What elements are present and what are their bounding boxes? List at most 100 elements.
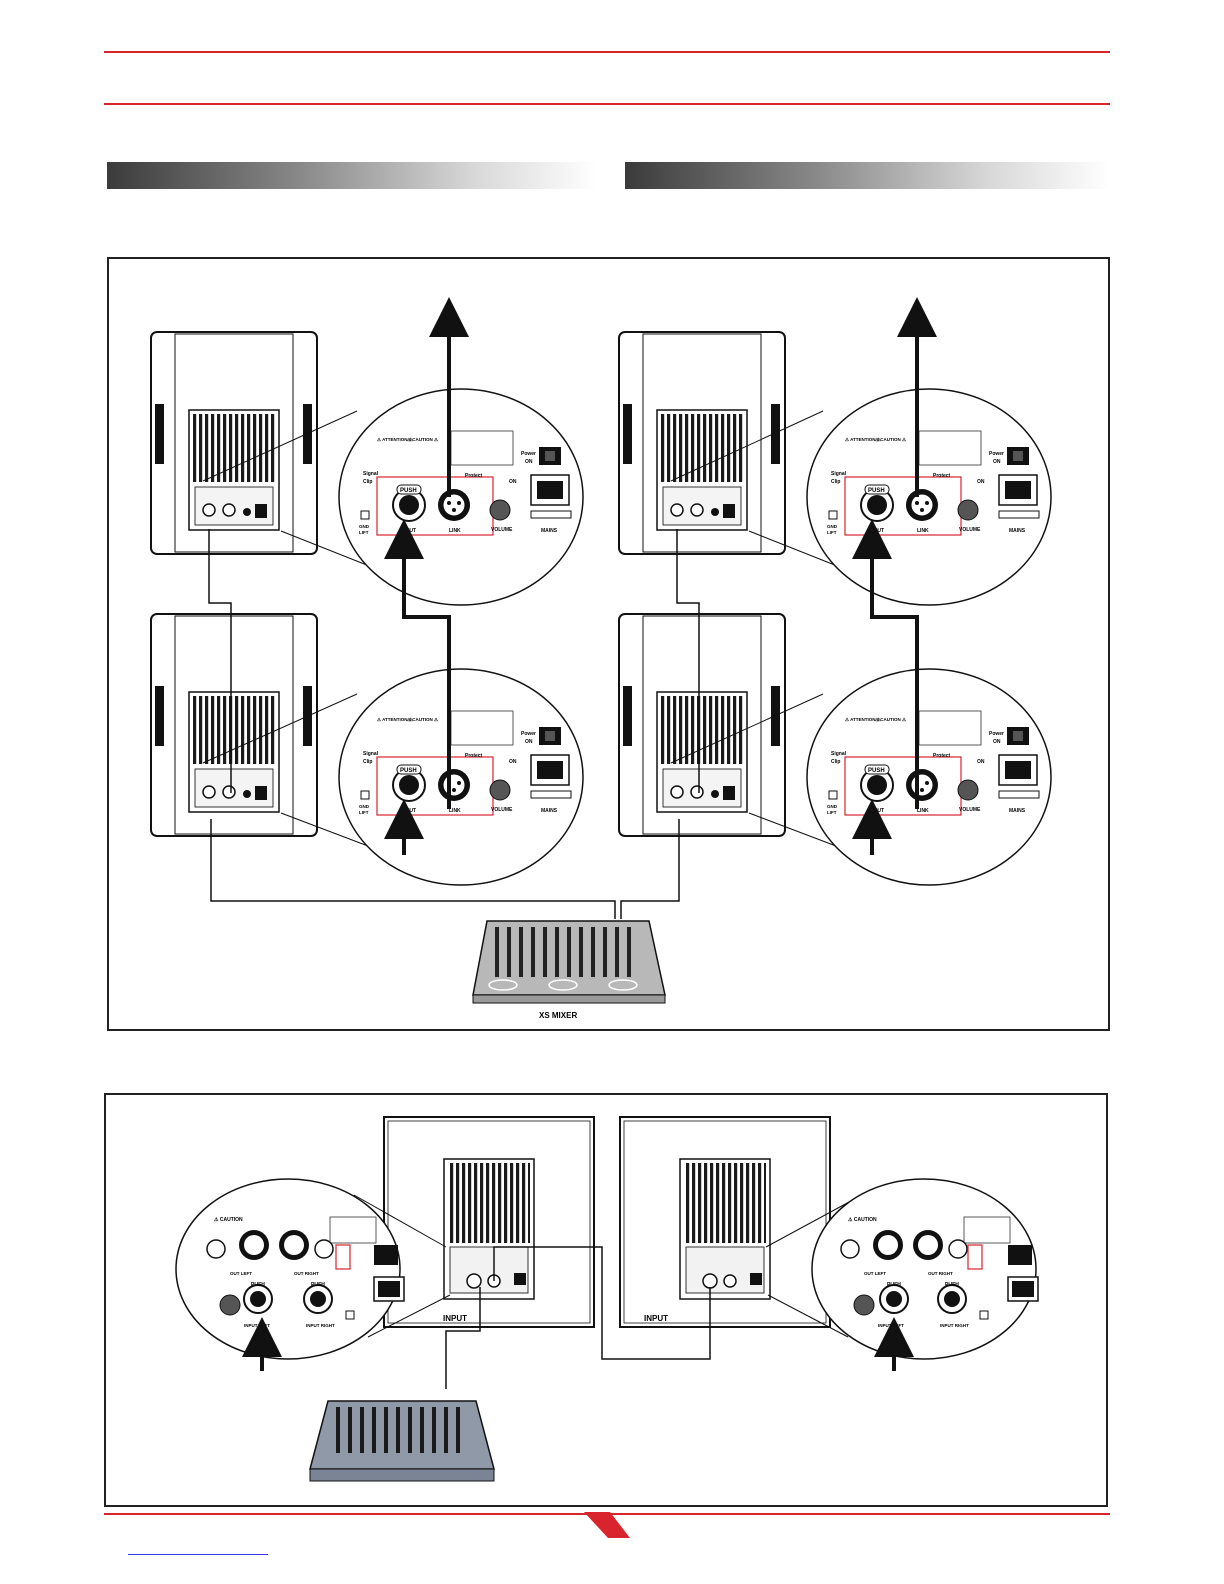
svg-text:PUSH: PUSH [400, 488, 417, 494]
svg-text:LIFT: LIFT [359, 810, 369, 815]
svg-text:GND: GND [359, 524, 370, 529]
figure-2-diagram: INPUT INPUT ⚠ CAUTION OUT LEFT OUT RIGHT… [175, 1116, 1039, 1482]
svg-text:LINK: LINK [449, 808, 461, 814]
signal-path-left [384, 297, 469, 855]
svg-text:⚠ CAUTION ⚠: ⚠ CAUTION ⚠ [875, 437, 907, 442]
svg-text:GND: GND [827, 524, 838, 529]
svg-text:OUT RIGHT: OUT RIGHT [928, 1271, 953, 1276]
svg-text:ON: ON [525, 739, 533, 745]
svg-text:INPUT RIGHT: INPUT RIGHT [306, 1323, 335, 1328]
svg-text:⚠ CAUTION: ⚠ CAUTION [214, 1217, 243, 1223]
svg-text:INPUT: INPUT [401, 808, 416, 814]
mixer-label: XS MIXER [539, 1011, 577, 1020]
svg-text:⚠ CAUTION ⚠: ⚠ CAUTION ⚠ [407, 437, 439, 442]
svg-text:VOLUME: VOLUME [491, 807, 513, 813]
svg-text:ON: ON [977, 479, 985, 485]
svg-text:LIFT: LIFT [359, 530, 369, 535]
svg-text:ON: ON [525, 459, 533, 465]
svg-text:ON: ON [977, 759, 985, 765]
svg-text:Signal: Signal [831, 751, 847, 757]
subwoofer-left [383, 1116, 595, 1328]
mixer-figure-2 [309, 1400, 495, 1482]
zoom-panel-top-left: ⚠ ATTENTION ⚠ ⚠ CAUTION ⚠ Power ON Signa… [338, 388, 584, 606]
svg-text:OUT LEFT: OUT LEFT [230, 1271, 252, 1276]
svg-text:Power: Power [521, 451, 536, 457]
svg-text:Signal: Signal [363, 471, 379, 477]
svg-text:Signal: Signal [363, 751, 379, 757]
svg-text:⚠ ATTENTION ⚠: ⚠ ATTENTION ⚠ [845, 717, 882, 722]
header-rule-top [104, 51, 1110, 53]
subwoofer-left-label: INPUT [443, 1314, 467, 1323]
svg-text:Power: Power [989, 731, 1004, 737]
footer-tab-icon [584, 1512, 630, 1538]
zoom-panel-top-right: ⚠ ATTENTION ⚠ ⚠ CAUTION ⚠ Power ON Signa… [806, 388, 1052, 606]
link-cables-2 [445, 1246, 711, 1389]
svg-text:Power: Power [521, 731, 536, 737]
svg-text:VOLUME: VOLUME [491, 527, 513, 533]
svg-text:MAINS: MAINS [541, 808, 558, 814]
zoom-panel-sub-left: ⚠ CAUTION OUT LEFT OUT RIGHT PUSH PUSH I… [175, 1178, 405, 1360]
svg-text:PUSH: PUSH [251, 1282, 265, 1288]
svg-text:ON: ON [509, 759, 517, 765]
zoom-panel-sub-right: ⚠ CAUTION OUT LEFT OUT RIGHT PUSH PUSH I… [811, 1178, 1039, 1360]
zoom-panel-bottom-right: ⚠ ATTENTION ⚠ ⚠ CAUTION ⚠ Power ON Signa… [806, 668, 1052, 886]
svg-text:ON: ON [993, 459, 1001, 465]
svg-text:MAINS: MAINS [1009, 528, 1026, 534]
svg-text:INPUT LEFT: INPUT LEFT [244, 1323, 270, 1328]
svg-text:MAINS: MAINS [1009, 808, 1026, 814]
speaker-bottom-left [150, 613, 318, 837]
subwoofer-right [619, 1116, 831, 1328]
svg-text:⚠ ATTENTION ⚠: ⚠ ATTENTION ⚠ [377, 437, 414, 442]
svg-text:INPUT: INPUT [869, 528, 884, 534]
speaker-top-left [150, 331, 318, 555]
figure-1-diagram: ⚠ ATTENTION ⚠ ⚠ CAUTION ⚠ Power ON Signa… [150, 297, 1052, 1020]
svg-text:Protect: Protect [933, 473, 951, 479]
speaker-top-right [618, 331, 786, 555]
svg-text:⚠ ATTENTION ⚠: ⚠ ATTENTION ⚠ [845, 437, 882, 442]
svg-text:⚠ CAUTION ⚠: ⚠ CAUTION ⚠ [875, 717, 907, 722]
svg-text:INPUT RIGHT: INPUT RIGHT [940, 1323, 969, 1328]
svg-text:Clip: Clip [363, 759, 372, 765]
svg-text:⚠ CAUTION ⚠: ⚠ CAUTION ⚠ [407, 717, 439, 722]
svg-text:Protect: Protect [933, 753, 951, 759]
svg-text:⚠ CAUTION: ⚠ CAUTION [848, 1217, 877, 1223]
svg-text:MAINS: MAINS [541, 528, 558, 534]
svg-text:PUSH: PUSH [887, 1282, 901, 1288]
svg-text:OUT RIGHT: OUT RIGHT [294, 1271, 319, 1276]
svg-text:GND: GND [827, 804, 838, 809]
svg-text:Clip: Clip [831, 479, 840, 485]
svg-text:LINK: LINK [917, 808, 929, 814]
link-cables [208, 529, 700, 919]
svg-text:Protect: Protect [465, 753, 483, 759]
svg-text:INPUT: INPUT [401, 528, 416, 534]
svg-text:LIFT: LIFT [827, 530, 837, 535]
svg-text:PUSH: PUSH [311, 1282, 325, 1288]
svg-text:PUSH: PUSH [868, 488, 885, 494]
svg-text:Power: Power [989, 451, 1004, 457]
input-arrows-2 [242, 1317, 914, 1371]
section-bar-left [107, 162, 597, 189]
svg-text:PUSH: PUSH [400, 768, 417, 774]
svg-text:GND: GND [359, 804, 370, 809]
figure-1-frame: ⚠ ATTENTION ⚠ ⚠ CAUTION ⚠ Power ON Signa… [107, 257, 1110, 1031]
speaker-bottom-right [618, 613, 786, 837]
svg-text:⚠ ATTENTION ⚠: ⚠ ATTENTION ⚠ [377, 717, 414, 722]
signal-path-right [852, 297, 937, 855]
svg-text:LINK: LINK [917, 528, 929, 534]
svg-text:Signal: Signal [831, 471, 847, 477]
zoom-panel-bottom-left: ⚠ ATTENTION ⚠ ⚠ CAUTION ⚠ Power ON Signa… [338, 668, 584, 886]
footer-link-underline[interactable] [128, 1554, 268, 1555]
svg-text:Clip: Clip [831, 759, 840, 765]
svg-text:OUT LEFT: OUT LEFT [864, 1271, 886, 1276]
svg-text:VOLUME: VOLUME [959, 807, 981, 813]
svg-text:VOLUME: VOLUME [959, 527, 981, 533]
svg-text:ON: ON [509, 479, 517, 485]
figure-2-frame: INPUT INPUT ⚠ CAUTION OUT LEFT OUT RIGHT… [104, 1093, 1108, 1507]
svg-text:PUSH: PUSH [868, 768, 885, 774]
svg-text:LIFT: LIFT [827, 810, 837, 815]
svg-text:Protect: Protect [465, 473, 483, 479]
svg-text:LINK: LINK [449, 528, 461, 534]
svg-text:ON: ON [993, 739, 1001, 745]
svg-text:INPUT: INPUT [869, 808, 884, 814]
zoom-lines-2 [353, 1194, 863, 1338]
